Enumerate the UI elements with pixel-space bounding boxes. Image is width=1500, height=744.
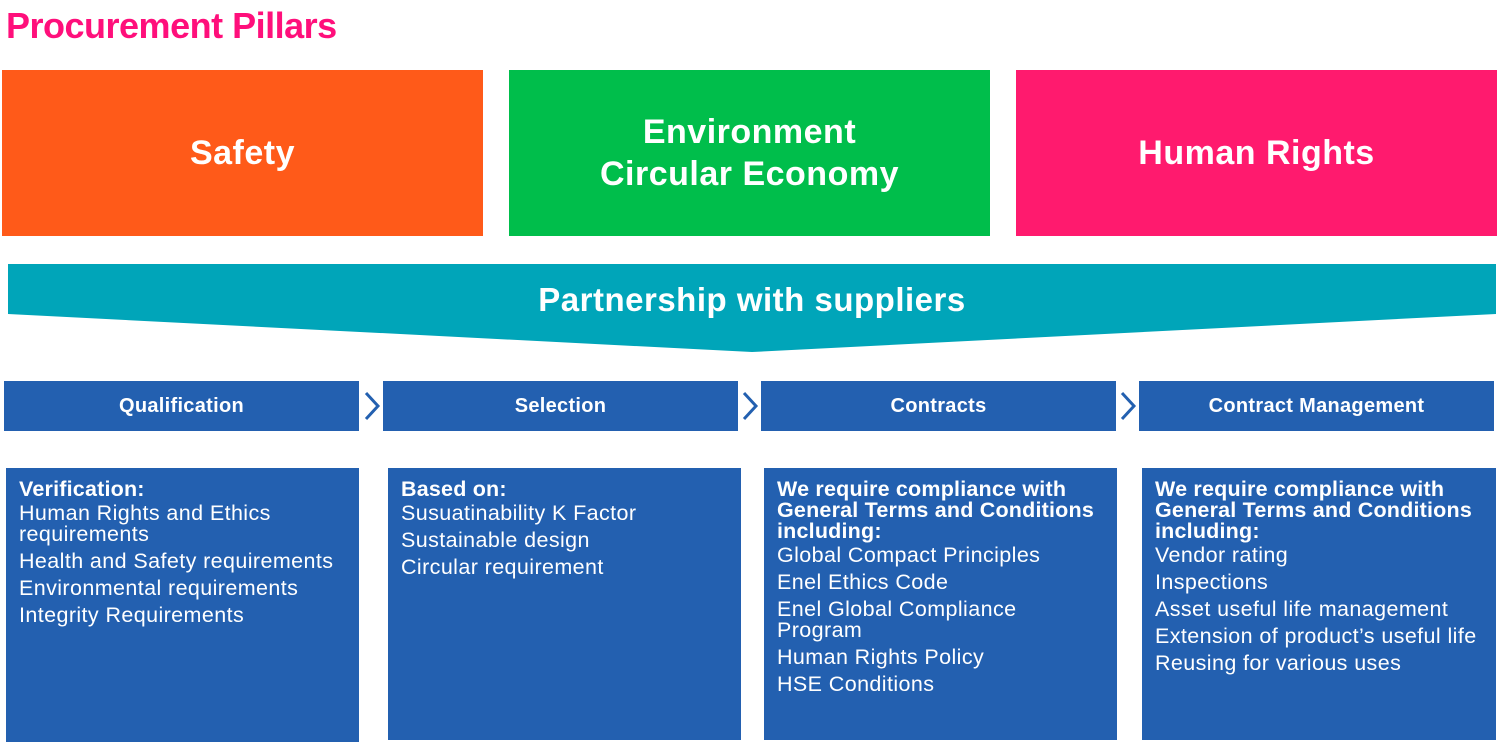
list-item: Enel Ethics Code [777,570,949,594]
chevron-right-icon [364,391,381,421]
list-item: Susuatinability K Factor [401,501,637,525]
panel-selection: Based on: Susuatinability K Factor Susta… [388,468,741,740]
list-item: Sustainable design [401,528,590,552]
list-item: Reusing for various uses [1155,651,1402,675]
list-item: Human Rights Policy [777,645,985,669]
list-item: Extension of product’s useful life [1155,624,1477,648]
panel-list: Susuatinability K Factor Sustainable des… [401,501,729,579]
panel-contracts: We require compliance with General Terms… [764,468,1117,740]
panel-list: Human Rights and Ethics requirements Hea… [19,501,347,627]
list-item: Asset useful life management [1155,597,1449,621]
panel-heading: We require compliance with General Terms… [777,477,1095,543]
list-item: Human Rights and Ethics requirements [19,501,271,546]
panel-heading: We require compliance with General Terms… [1155,477,1473,543]
chevron-right-icon [1120,391,1137,421]
pillar-human-rights: Human Rights [1016,70,1497,236]
panel-contract-management: We require compliance with General Terms… [1142,468,1496,740]
page-title: Procurement Pillars [6,5,337,46]
list-item: Integrity Requirements [19,603,245,627]
list-item: Health and Safety requirements [19,549,334,573]
pillar-safety-label: Safety [189,134,296,172]
panel-heading: Verification: [19,477,145,501]
banner-shape [8,264,1496,352]
pillar-environment: Environment Circular Economy [509,70,990,236]
pillar-environment-label-line1: Environment [642,113,857,151]
banner-label: Partnership with suppliers [538,281,966,318]
stage-contracts: Contracts [761,381,1116,431]
list-item: Enel Global Compliance Program [777,597,1017,642]
pillar-environment-label-line2: Circular Economy [600,155,899,193]
list-item: Environmental requirements [19,576,299,600]
pillar-human-rights-label: Human Rights [1138,134,1375,172]
panel-heading: Based on: [401,477,507,501]
list-item: Vendor rating [1155,543,1289,567]
panel-list: Vendor rating Inspections Asset useful l… [1155,543,1484,675]
list-item: Circular requirement [401,555,604,579]
list-item: HSE Conditions [777,672,935,696]
pillar-safety: Safety [2,70,483,236]
panel-list: Global Compact Principles Enel Ethics Co… [777,543,1105,696]
chevron-right-icon [742,391,759,421]
stage-qualification: Qualification [4,381,359,431]
stage-selection: Selection [383,381,738,431]
list-item: Global Compact Principles [777,543,1041,567]
panel-qualification: Verification: Human Rights and Ethics re… [6,468,359,742]
partnership-banner: Partnership with suppliers [8,264,1496,352]
stage-contract-management: Contract Management [1139,381,1494,431]
list-item: Inspections [1155,570,1269,594]
